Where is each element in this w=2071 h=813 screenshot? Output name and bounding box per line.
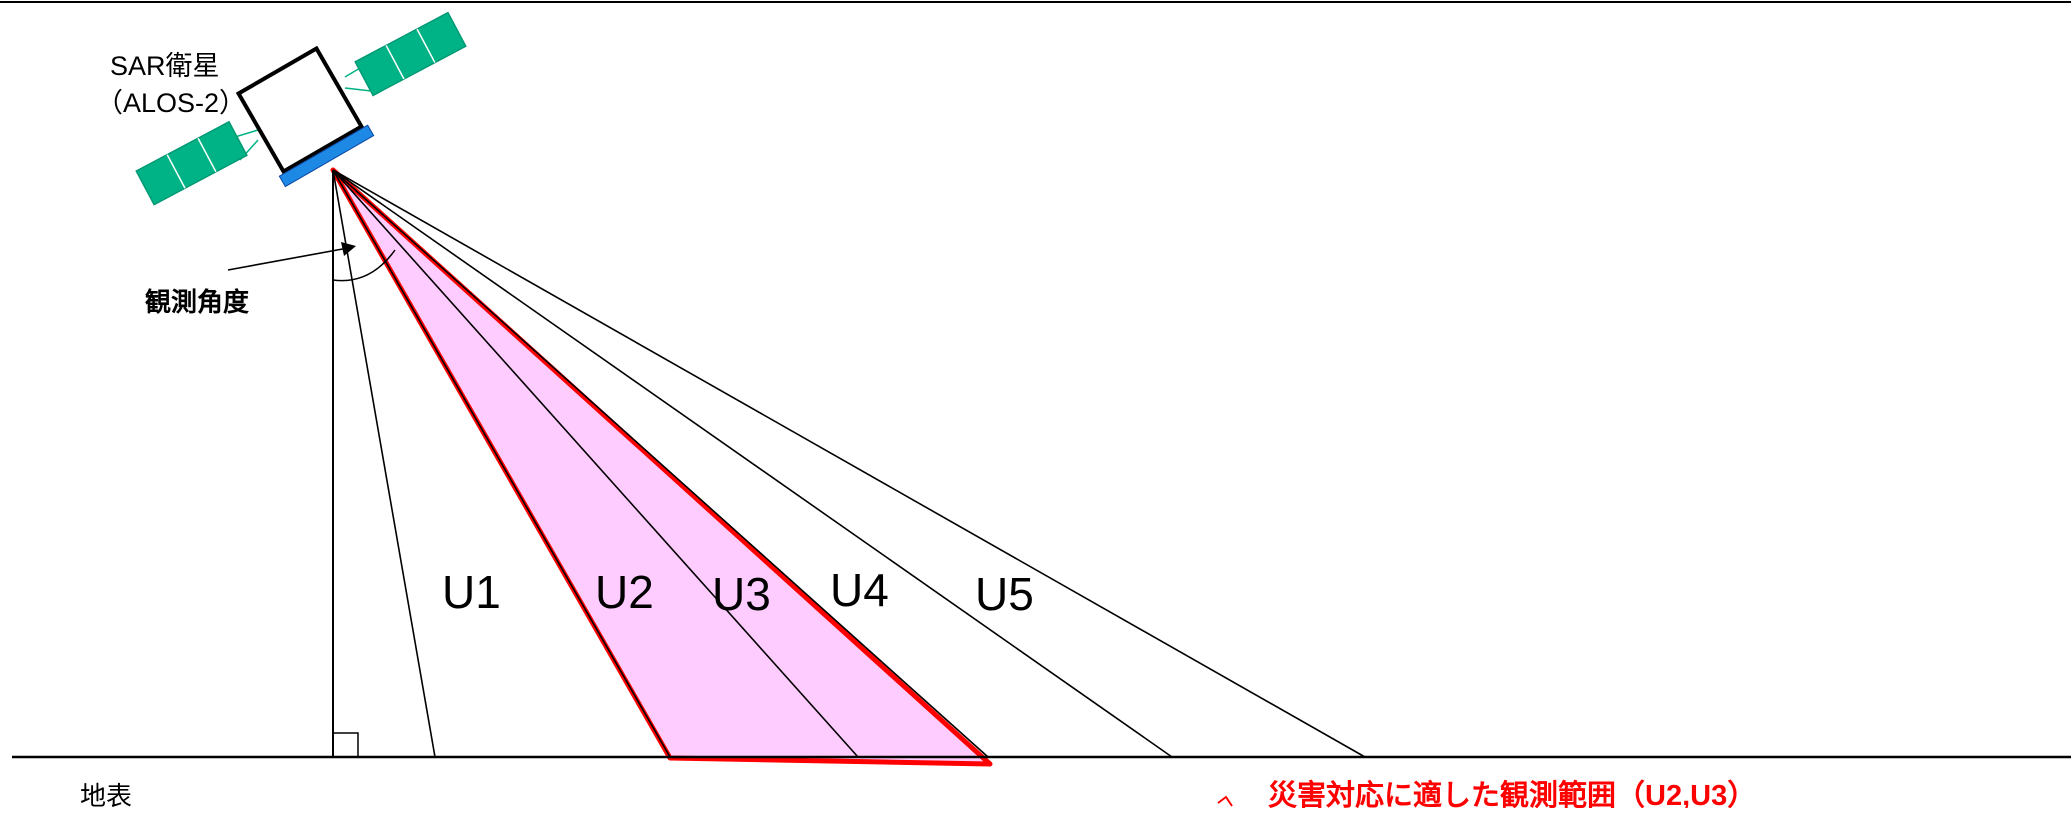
- satellite-name-label: SAR衛星: [110, 51, 220, 81]
- satellite-model-label: （ALOS-2）: [96, 88, 246, 118]
- right-angle-marker: [333, 732, 359, 757]
- note-label: 災害対応に適した観測範囲（U2,U3）: [1268, 778, 1756, 808]
- angle-pointer-line: [227, 247, 349, 271]
- satellite-body: [235, 45, 375, 188]
- beam-line-4: [332, 169, 989, 758]
- angle-label: 観測角度: [145, 287, 249, 317]
- beam-label-u2: U2: [595, 566, 654, 618]
- solar-panel-right-icon: [354, 11, 467, 97]
- antenna-icon: [278, 124, 375, 188]
- beam-label-u4: U4: [830, 564, 889, 616]
- beam-line-6: [332, 169, 1366, 758]
- satellite-icon: [135, 11, 467, 206]
- check-icon: [1217, 795, 1233, 807]
- beam-line-5: [332, 169, 1173, 758]
- beam-line-2: [332, 169, 671, 758]
- ground-label: 地表: [80, 781, 132, 808]
- beam-line-1: [332, 169, 436, 758]
- beam-label-u5: U5: [975, 568, 1034, 620]
- beam-line-3: [332, 169, 859, 758]
- solar-panel-left-icon: [135, 120, 248, 206]
- beam-label-u3: U3: [712, 568, 771, 620]
- angle-arc: [332, 249, 396, 282]
- angle-pointer-arrowhead: [341, 242, 356, 256]
- beam-label-u1: U1: [442, 566, 501, 618]
- beam-lines: [332, 169, 1366, 758]
